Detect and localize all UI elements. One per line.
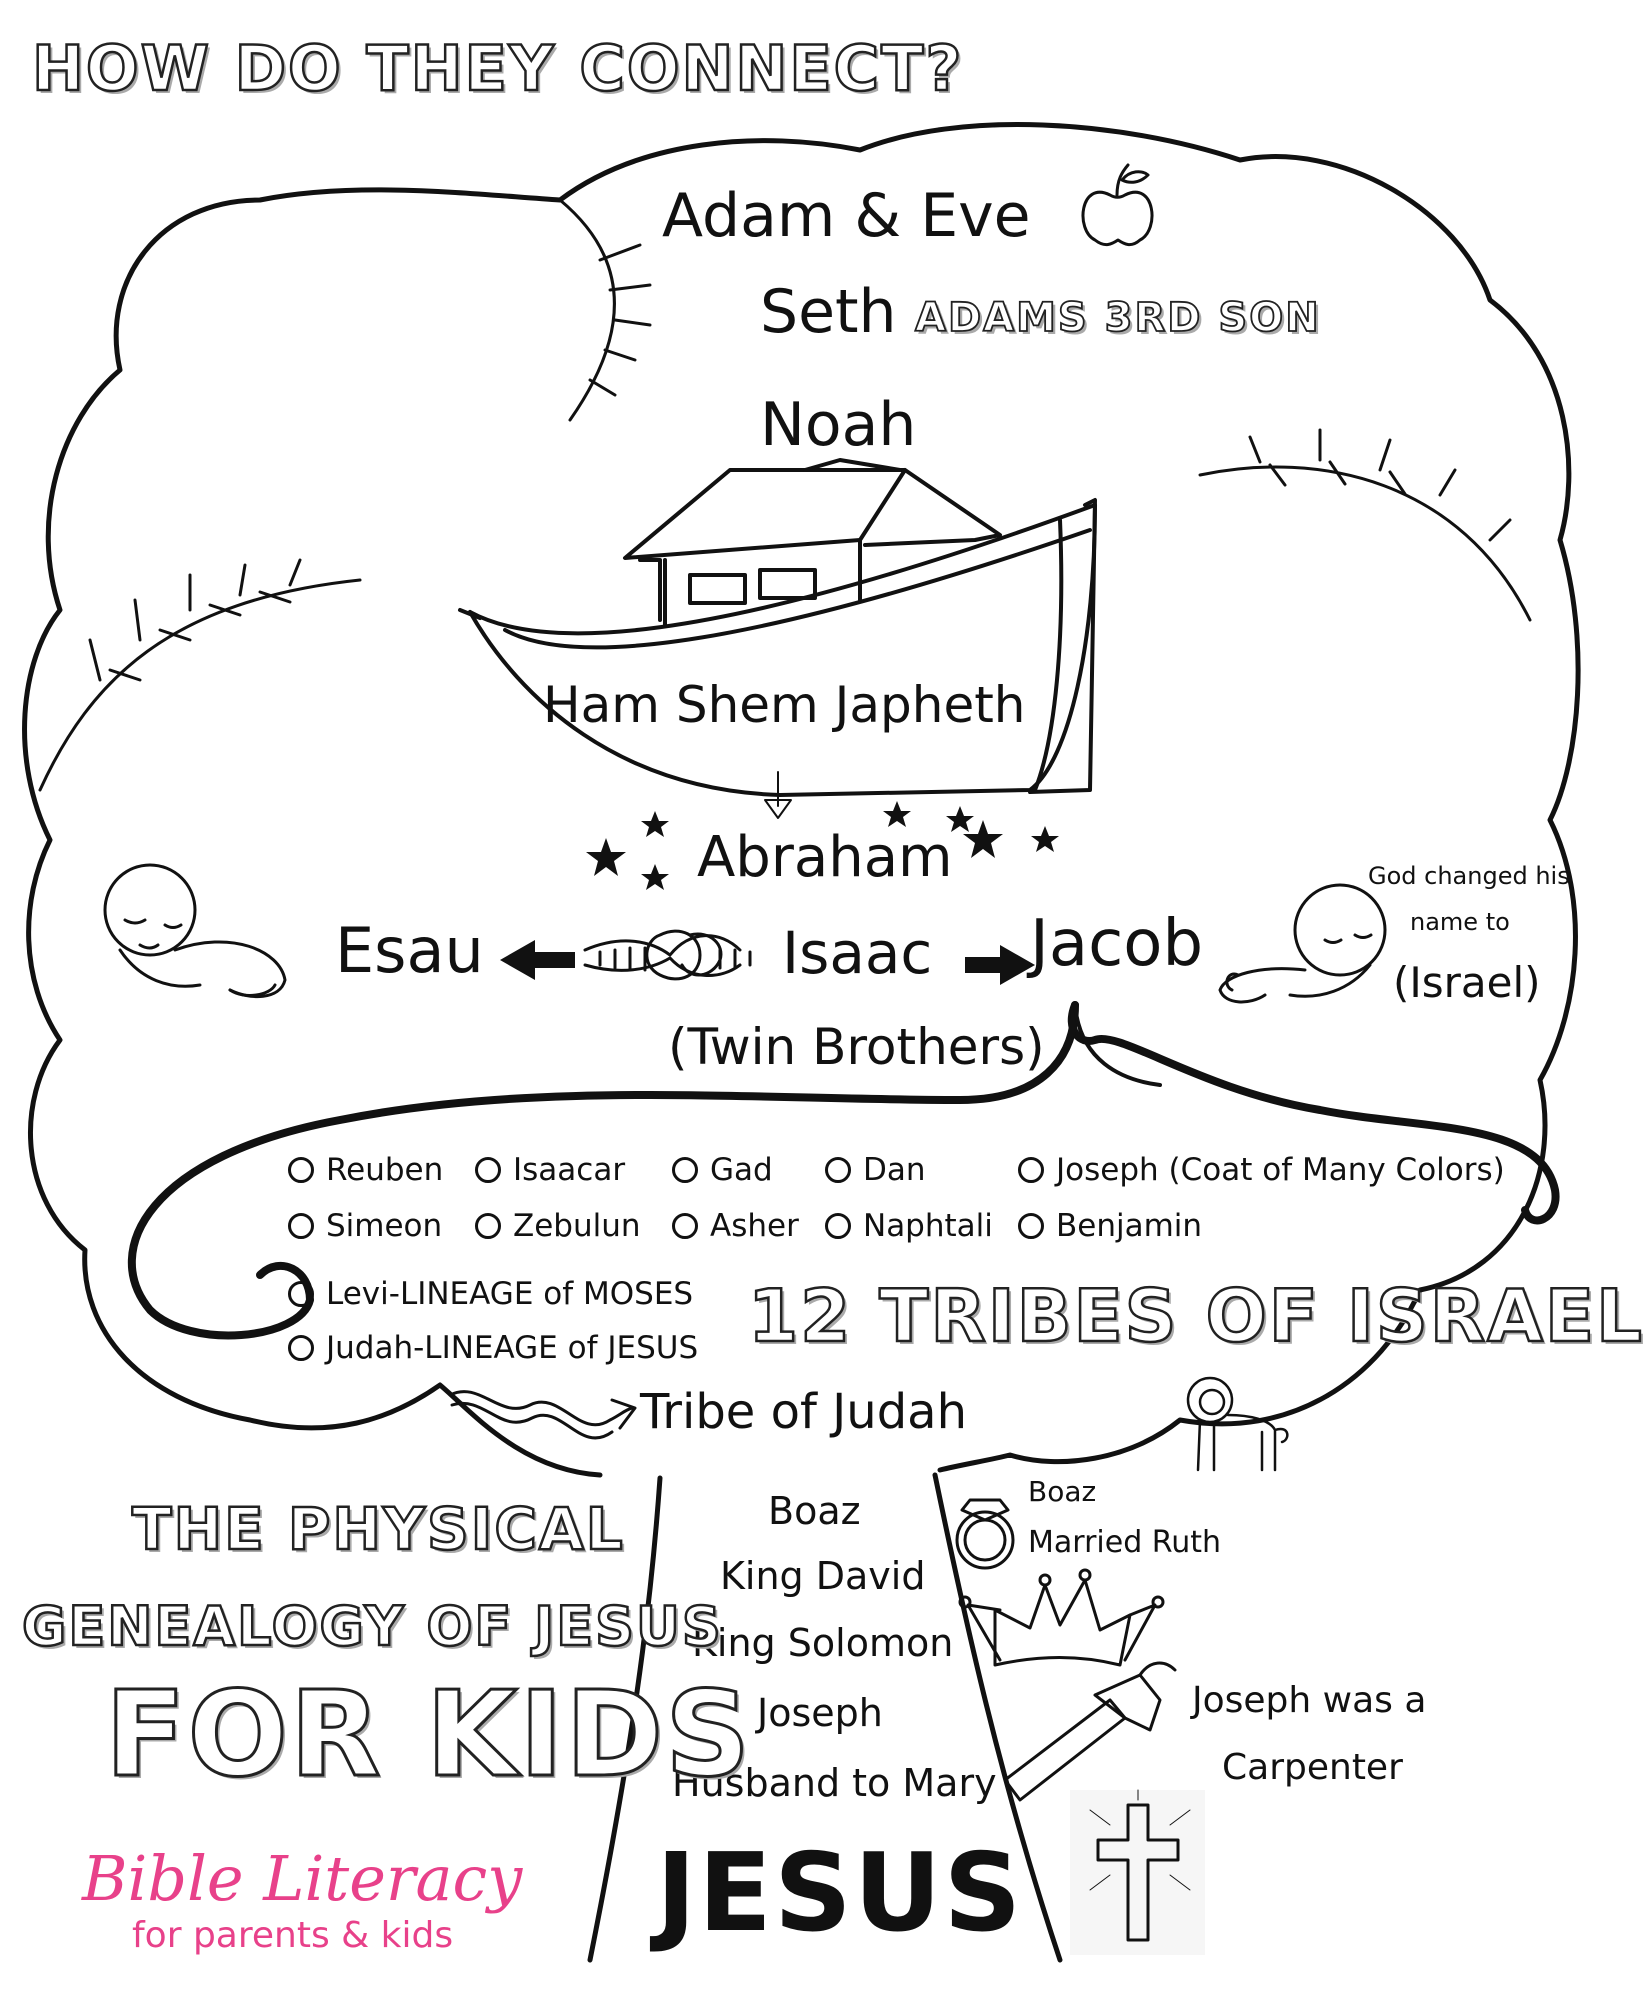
jacob-label: Jacob (1030, 907, 1204, 981)
checkbox-circle-icon[interactable] (672, 1213, 698, 1239)
checkbox-circle-icon[interactable] (288, 1213, 314, 1239)
baby-icon (103, 863, 287, 999)
lineage-boaz: Boaz (768, 1489, 861, 1533)
cross-icon (1070, 1789, 1205, 1955)
checkbox-circle-icon[interactable] (1018, 1213, 1044, 1239)
tribe-item[interactable]: Naphtali (825, 1208, 993, 1244)
tree-trunk-left (587, 1475, 663, 1963)
tribes-heading: 12 TRIBES OF ISRAEL (747, 1274, 1644, 1358)
arrow-left-icon (500, 940, 575, 980)
tribe-item-judah[interactable]: Judah-LINEAGE of JESUS (288, 1330, 698, 1366)
isaac-label: Isaac (782, 919, 933, 987)
vine-icon (1073, 1003, 1162, 1087)
tribe-label: Dan (863, 1152, 926, 1188)
tribe-label: Zebulun (513, 1208, 641, 1244)
checkbox-circle-icon[interactable] (672, 1157, 698, 1183)
lineage-king-solomon: King Solomon (692, 1621, 954, 1665)
tribe-label: Naphtali (863, 1208, 993, 1244)
tribe-of-judah-label: Tribe of Judah (640, 1384, 967, 1440)
checkbox-circle-icon[interactable] (1018, 1157, 1044, 1183)
abraham-label: Abraham (697, 825, 953, 890)
checkbox-circle-icon[interactable] (288, 1281, 314, 1307)
title-line3: FOR KIDS (103, 1665, 753, 1803)
star-icon (586, 801, 1059, 890)
page-title: HOW DO THEY CONNECT? (31, 32, 964, 105)
checkbox-circle-icon[interactable] (475, 1157, 501, 1183)
tribe-item[interactable]: Asher (672, 1208, 799, 1244)
israel-note-line2: name to (1410, 908, 1510, 936)
tribe-label: Asher (710, 1208, 799, 1244)
tribe-item[interactable]: Simeon (288, 1208, 442, 1244)
tribe-label: Simeon (326, 1208, 443, 1244)
arrow-icon (764, 771, 792, 819)
seth-note: ADAMS 3RD SON (914, 295, 1321, 341)
lineage-husband-to-mary: Husband to Mary (672, 1761, 997, 1805)
tribe-item[interactable]: Joseph (Coat of Many Colors) (1018, 1152, 1505, 1188)
ring-icon (955, 1498, 1015, 1570)
branch-icon (38, 198, 1532, 792)
lineage-king-david: King David (720, 1554, 926, 1598)
tribe-item[interactable]: Isaacar (475, 1152, 625, 1188)
israel-note-line1: God changed his (1368, 862, 1570, 890)
jesus-label: JESUS (656, 1831, 1024, 1956)
note-joseph-was-a: Joseph was a (1192, 1680, 1427, 1721)
lion-icon (1186, 1376, 1289, 1472)
title-line2: GENEALOGY OF JESUS (21, 1595, 723, 1658)
tribe-label: Gad (710, 1152, 773, 1188)
note-carpenter: Carpenter (1222, 1747, 1403, 1788)
tribe-item[interactable]: Zebulun (475, 1208, 641, 1244)
seth-label: Seth (760, 277, 897, 347)
tribe-label: Levi-LINEAGE of MOSES (326, 1276, 694, 1312)
vine-icon (127, 1001, 1079, 1340)
checkbox-circle-icon[interactable] (825, 1157, 851, 1183)
checkbox-circle-icon[interactable] (475, 1213, 501, 1239)
tribe-item[interactable]: Gad (672, 1152, 773, 1188)
arrow-icon (448, 1390, 637, 1430)
tribe-item[interactable]: Benjamin (1018, 1208, 1202, 1244)
tribe-label: Reuben (326, 1152, 444, 1188)
tribe-item[interactable]: Dan (825, 1152, 926, 1188)
lineage-joseph: Joseph (757, 1691, 883, 1735)
knot-icon (583, 929, 752, 981)
tribe-label: Joseph (Coat of Many Colors) (1056, 1152, 1505, 1188)
vine-icon (1067, 1001, 1560, 1225)
note-married-ruth: Married Ruth (1028, 1525, 1222, 1560)
esau-label: Esau (335, 914, 484, 987)
twin-brothers-label: (Twin Brothers) (668, 1018, 1045, 1076)
note-boaz: Boaz (1028, 1475, 1097, 1508)
tree-trunk-right (932, 1472, 1063, 1963)
apple-icon (1081, 163, 1154, 247)
tree-artwork (22, 122, 1581, 1963)
tribe-item-levi[interactable]: Levi-LINEAGE of MOSES (288, 1276, 693, 1312)
tribe-label: Judah-LINEAGE of JESUS (326, 1330, 699, 1366)
brand-tagline: for parents & kids (132, 1915, 454, 1956)
tribe-label: Benjamin (1056, 1208, 1203, 1244)
arrow-right-icon (965, 945, 1035, 985)
ark-icon (458, 458, 1097, 797)
brand-logo-text: Bible Literacy (82, 1842, 523, 1915)
tribe-item[interactable]: Reuben (288, 1152, 443, 1188)
tree-canopy-outline (22, 122, 1581, 1478)
arrow-icon (450, 1401, 614, 1440)
adam-eve-label: Adam & Eve (662, 181, 1031, 251)
tribe-label: Isaacar (513, 1152, 626, 1188)
checkbox-circle-icon[interactable] (288, 1157, 314, 1183)
noah-label: Noah (760, 390, 917, 460)
israel-note-line3: (Israel) (1393, 958, 1541, 1007)
hammer-icon (1003, 1661, 1177, 1802)
checkbox-circle-icon[interactable] (825, 1213, 851, 1239)
crown-icon (958, 1568, 1165, 1667)
title-line1: THE PHYSICAL (131, 1495, 625, 1563)
noah-sons-label: Ham Shem Japheth (543, 676, 1026, 734)
checkbox-circle-icon[interactable] (288, 1335, 314, 1361)
baby-icon (1218, 883, 1387, 1004)
